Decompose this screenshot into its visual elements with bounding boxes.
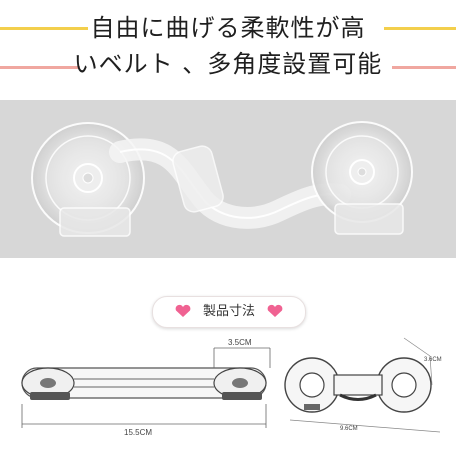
dim-label-width-top: 9.6CM [340,426,358,432]
headline-line-1: 自由に曲げる柔軟性が高 [90,14,366,42]
dim-label-height-top: 3.6CM [424,357,442,363]
accent-line-left [0,27,88,30]
belt [109,138,351,229]
accent-line-bottom-right [392,66,456,69]
dim-label-length-side: 15.5CM [124,428,153,437]
right-reel [311,121,413,235]
product-illustration [31,121,413,237]
heart-icon [267,304,283,317]
product-photo [0,100,456,258]
section-label: 製品寸法 [202,304,255,319]
headline-line-2: いベルト 、多角度設置可能 [73,50,383,78]
dim-label-height-side: 3.5CM [228,338,252,347]
top-view [284,357,432,413]
accent-line-right [384,27,456,30]
accent-line-bottom-left [0,66,80,69]
section-label-pill: 製品寸法 [152,296,306,328]
heart-icon [175,304,191,317]
side-view [21,367,267,400]
